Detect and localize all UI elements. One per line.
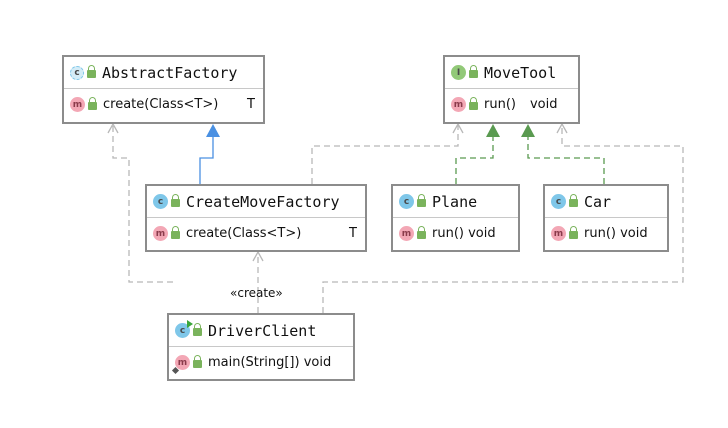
visibility-public-icon xyxy=(417,225,426,239)
dependency-edge-driver-movetool xyxy=(322,125,684,313)
class-car[interactable]: c Car m run() void xyxy=(543,184,669,252)
method-signature: run() xyxy=(484,97,516,112)
class-header: c Plane xyxy=(393,186,518,218)
method-row[interactable]: m create(Class<T>) T xyxy=(64,89,263,120)
visibility-public-icon xyxy=(171,193,180,207)
class-icon: c xyxy=(399,194,414,209)
class-name: AbstractFactory xyxy=(102,63,238,82)
visibility-public-icon xyxy=(569,225,578,239)
method-icon: m xyxy=(153,226,168,241)
interface-move-tool[interactable]: I MoveTool m run() void xyxy=(443,55,580,124)
dependency-arrowhead-movetool-left xyxy=(452,122,464,134)
class-icon: c xyxy=(153,194,168,209)
runnable-class-icon: c xyxy=(175,320,193,338)
visibility-public-icon xyxy=(469,64,478,78)
method-row[interactable]: m run() void xyxy=(445,89,578,120)
class-plane[interactable]: c Plane m run() void xyxy=(391,184,520,252)
implements-arrowhead-plane xyxy=(486,124,500,137)
implements-edge-plane xyxy=(455,137,494,184)
method-row[interactable]: m create(Class<T>) T xyxy=(147,218,365,249)
class-driver-client[interactable]: c DriverClient m main(String[]) void xyxy=(167,313,355,381)
interface-icon: I xyxy=(451,65,466,80)
visibility-public-icon xyxy=(193,322,202,336)
visibility-public-icon xyxy=(469,96,478,110)
visibility-public-icon xyxy=(171,225,180,239)
class-header: c CreateMoveFactory xyxy=(147,186,365,218)
method-icon: m xyxy=(551,226,566,241)
run-marker-icon xyxy=(187,320,193,328)
class-name: MoveTool xyxy=(484,63,557,82)
method-signature: run() void xyxy=(432,226,496,241)
static-marker-icon xyxy=(171,366,180,375)
method-signature: create(Class<T>) xyxy=(186,226,302,241)
dependency-arrowhead-createfactory xyxy=(252,250,264,262)
dependency-edge-createfactory-movetool xyxy=(311,125,459,184)
extends-edge xyxy=(199,137,214,184)
dependency-edge-driver-abstract xyxy=(112,125,173,283)
class-header: c Car xyxy=(545,186,667,218)
class-abstract-factory[interactable]: c AbstractFactory m create(Class<T>) T xyxy=(62,55,265,124)
dependency-arrowhead-movetool-right xyxy=(556,122,568,134)
method-row[interactable]: m run() void xyxy=(545,218,667,249)
class-name: CreateMoveFactory xyxy=(186,192,340,211)
class-header: I MoveTool xyxy=(445,57,578,89)
visibility-public-icon xyxy=(417,193,426,207)
method-return-type: void xyxy=(529,97,558,112)
method-icon: m xyxy=(451,97,466,112)
class-create-move-factory[interactable]: c CreateMoveFactory m create(Class<T>) T xyxy=(145,184,367,252)
implements-arrowhead-car xyxy=(521,124,535,137)
method-icon: m xyxy=(399,226,414,241)
method-signature: create(Class<T>) xyxy=(103,97,219,112)
method-return-type: T xyxy=(349,226,357,241)
method-return-type: T xyxy=(247,97,255,112)
extends-arrowhead xyxy=(206,124,220,137)
implements-edge-car xyxy=(527,137,605,184)
class-icon: c xyxy=(551,194,566,209)
visibility-public-icon xyxy=(569,193,578,207)
method-signature: main(String[]) void xyxy=(208,355,332,370)
class-header: c AbstractFactory xyxy=(64,57,263,89)
method-signature: run() void xyxy=(584,226,648,241)
visibility-public-icon xyxy=(193,354,202,368)
class-name: Plane xyxy=(432,192,478,211)
dependency-arrowhead-abstract xyxy=(107,122,119,134)
visibility-public-icon xyxy=(88,96,97,110)
class-name: DriverClient xyxy=(208,321,317,340)
static-method-icon: m xyxy=(171,355,190,375)
create-stereotype-label: «create» xyxy=(230,286,283,300)
method-row[interactable]: m main(String[]) void xyxy=(169,347,353,378)
method-icon: m xyxy=(70,97,85,112)
method-row[interactable]: m run() void xyxy=(393,218,518,249)
abstract-class-icon: c xyxy=(70,65,84,80)
visibility-public-icon xyxy=(87,64,96,78)
class-name: Car xyxy=(584,192,612,211)
class-header: c DriverClient xyxy=(169,315,353,347)
